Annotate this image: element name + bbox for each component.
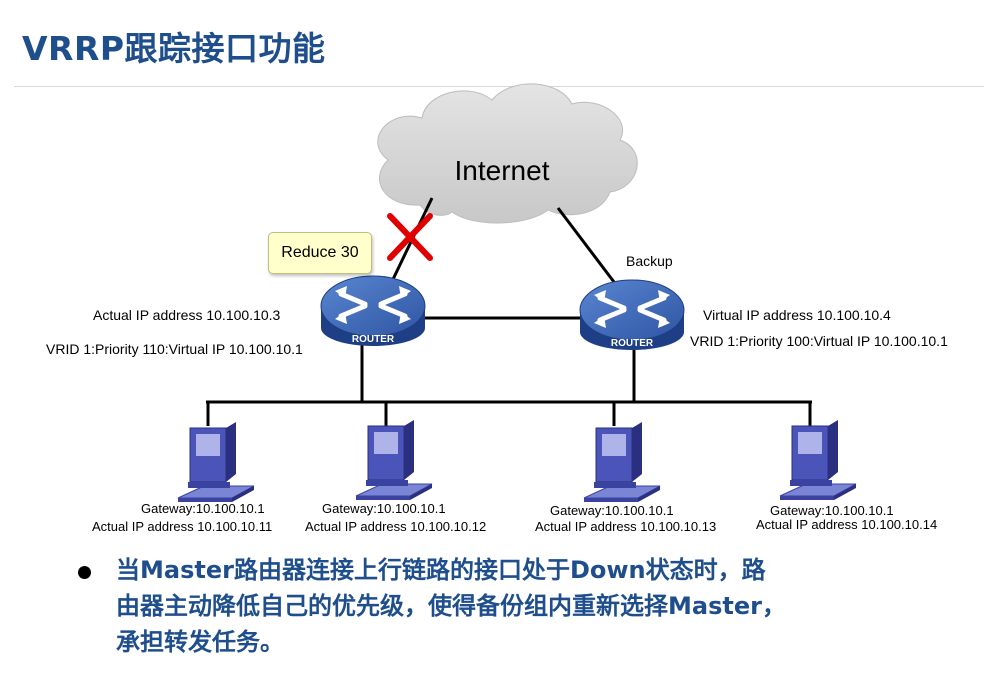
host-actual-ip-4: Actual IP address 10.100.10.14 — [756, 517, 937, 532]
host-gateway-2: Gateway:10.100.10.1 — [322, 501, 446, 516]
bullet-line-3: 承担转发任务。 — [116, 628, 284, 656]
master-vrid: VRID 1:Priority 110:Virtual IP 10.100.10… — [46, 341, 303, 357]
host-actual-ip-3: Actual IP address 10.100.10.13 — [535, 519, 716, 534]
host-actual-ip-1: Actual IP address 10.100.10.11 — [92, 519, 272, 534]
host-gateway-1: Gateway:10.100.10.1 — [141, 501, 265, 516]
host-actual-ip-2: Actual IP address 10.100.10.12 — [305, 519, 486, 534]
internet-cloud — [377, 83, 638, 224]
link-failure-x-icon — [387, 213, 433, 261]
host-pc-icon-2 — [355, 419, 433, 501]
backup-vrid: VRID 1:Priority 100:Virtual IP 10.100.10… — [690, 333, 948, 349]
master-actual-ip: Actual IP address 10.100.10.3 — [93, 307, 281, 323]
bullet-point: 当Master路由器连接上行链路的接口处于Down状态时，路 由器主动降低自己的… — [76, 552, 936, 660]
priority-reduce-callout: Reduce 30 — [268, 232, 372, 274]
backup-router-badge: ROUTER — [611, 338, 654, 349]
bullet-dot-icon — [78, 566, 91, 579]
internet-label: Internet — [455, 155, 550, 186]
backup-role-label: Backup — [626, 253, 673, 269]
host-gateway-4: Gateway:10.100.10.1 — [770, 503, 894, 518]
host-pc-icon-4 — [779, 419, 857, 501]
master-router-icon: ROUTER — [321, 276, 425, 346]
backup-virtual-ip: Virtual IP address 10.100.10.4 — [703, 307, 891, 323]
backup-uplink — [556, 207, 616, 283]
callout-text: Reduce 30 — [281, 244, 359, 261]
backup-router-icon: ROUTER — [580, 280, 684, 350]
host-gateway-3: Gateway:10.100.10.1 — [550, 503, 674, 518]
host-pc-icon-3 — [583, 421, 661, 503]
slide-title: VRRP跟踪接口功能 — [22, 29, 326, 68]
bullet-line-2: 由器主动降低自己的优先级，使得备份组内重新选择Master， — [116, 592, 786, 620]
title-divider — [14, 86, 984, 87]
bullet-line-1: 当Master路由器连接上行链路的接口处于Down状态时，路 — [116, 556, 766, 584]
bullet-text: 当Master路由器连接上行链路的接口处于Down状态时，路 由器主动降低自己的… — [116, 552, 936, 660]
master-router-badge: ROUTER — [352, 334, 395, 345]
host-pc-icon-1 — [177, 421, 255, 503]
